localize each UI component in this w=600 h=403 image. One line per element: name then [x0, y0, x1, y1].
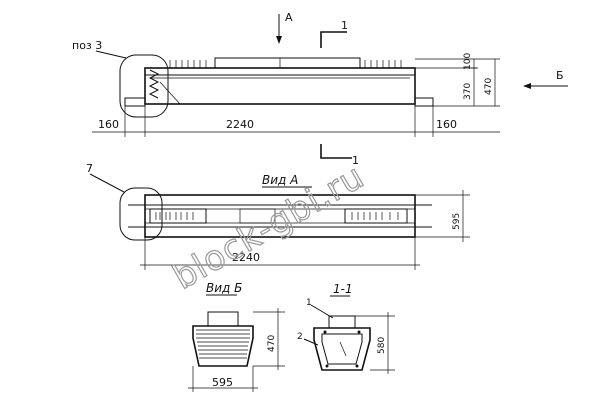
- plan-body: [144, 194, 416, 238]
- section-inner-mark: [339, 341, 347, 357]
- plan-title: Вид А: [262, 173, 298, 187]
- section-mark-top-label: 1: [341, 19, 348, 32]
- view-b-dim-lines: [188, 308, 285, 392]
- section-dim-lines: [355, 312, 395, 374]
- elevation-right-pad: [414, 97, 434, 107]
- view-b: Вид Б 595 470: [188, 281, 285, 392]
- section-callout-1-leader: [310, 304, 334, 319]
- dim-elevation-length: 2240: [226, 118, 254, 131]
- dim-plan-length: 2240: [232, 251, 260, 264]
- section-outline: [313, 327, 371, 371]
- dim-body-height: 370: [463, 83, 473, 100]
- plan-callout-circle: [119, 187, 163, 241]
- view-b-body: [192, 325, 254, 367]
- elevation-left-pad: [124, 97, 146, 107]
- plan-left-panel: [149, 208, 207, 224]
- dim-top-height: 100: [463, 53, 473, 70]
- section-mark-bottom-label: 1: [352, 154, 359, 167]
- section-title: 1-1: [333, 282, 353, 296]
- elevation-top-part: [214, 57, 361, 69]
- elevation-length-dim-lines: [92, 104, 500, 137]
- plan-middle-panel: [239, 208, 276, 224]
- view-b-arrowhead: [523, 83, 531, 89]
- elevation-rebar-ticks: [169, 60, 402, 68]
- elevation-chamfer: [159, 81, 181, 105]
- elevation-end-hatch: [148, 69, 160, 99]
- plan-panel-ticks: [155, 212, 399, 220]
- elevation-body: [144, 67, 416, 105]
- dim-view-b-width: 595: [212, 376, 233, 389]
- view-b-top-block: [207, 311, 239, 327]
- plan-dim-lines: [140, 190, 470, 270]
- plan-view: 7 Вид А 2240 595: [86, 162, 470, 270]
- section-mark-bottom: [320, 144, 352, 159]
- section-callout-2-leader: [303, 338, 319, 346]
- plan-right-panel: [344, 208, 408, 224]
- elevation-view: поз 3 А 1 1 Б 100 370 470: [72, 11, 568, 167]
- elevation-callout-leader: [95, 50, 127, 59]
- dim-left-offset: 160: [98, 118, 119, 131]
- dim-right-offset: 160: [436, 118, 457, 131]
- elevation-callout-circle: [119, 54, 169, 118]
- view-b-title: Вид Б: [206, 281, 242, 295]
- elevation-height-dim-lines: [415, 58, 500, 107]
- dim-section-height: 580: [377, 337, 387, 354]
- dim-plan-width: 595: [452, 213, 462, 230]
- elevation-callout-label: поз 3: [72, 39, 102, 52]
- dim-total-height: 470: [484, 78, 494, 95]
- section-1-1: 1-1 1 2 580: [297, 282, 395, 374]
- view-a-arrowhead: [276, 36, 282, 44]
- view-b-arrow-label: Б: [556, 69, 564, 82]
- plan-callout-leader: [89, 173, 125, 193]
- section-cavity: [321, 333, 363, 365]
- section-mark-top: [320, 31, 347, 48]
- section-callout-1: 1: [306, 298, 312, 308]
- view-a-arrow-label: А: [285, 11, 293, 24]
- plan-callout-label: 7: [86, 162, 93, 175]
- section-rebar-dots: [323, 330, 361, 368]
- dim-view-b-height: 470: [267, 335, 277, 352]
- view-b-hatching: [196, 329, 250, 359]
- section-callout-2: 2: [297, 332, 303, 342]
